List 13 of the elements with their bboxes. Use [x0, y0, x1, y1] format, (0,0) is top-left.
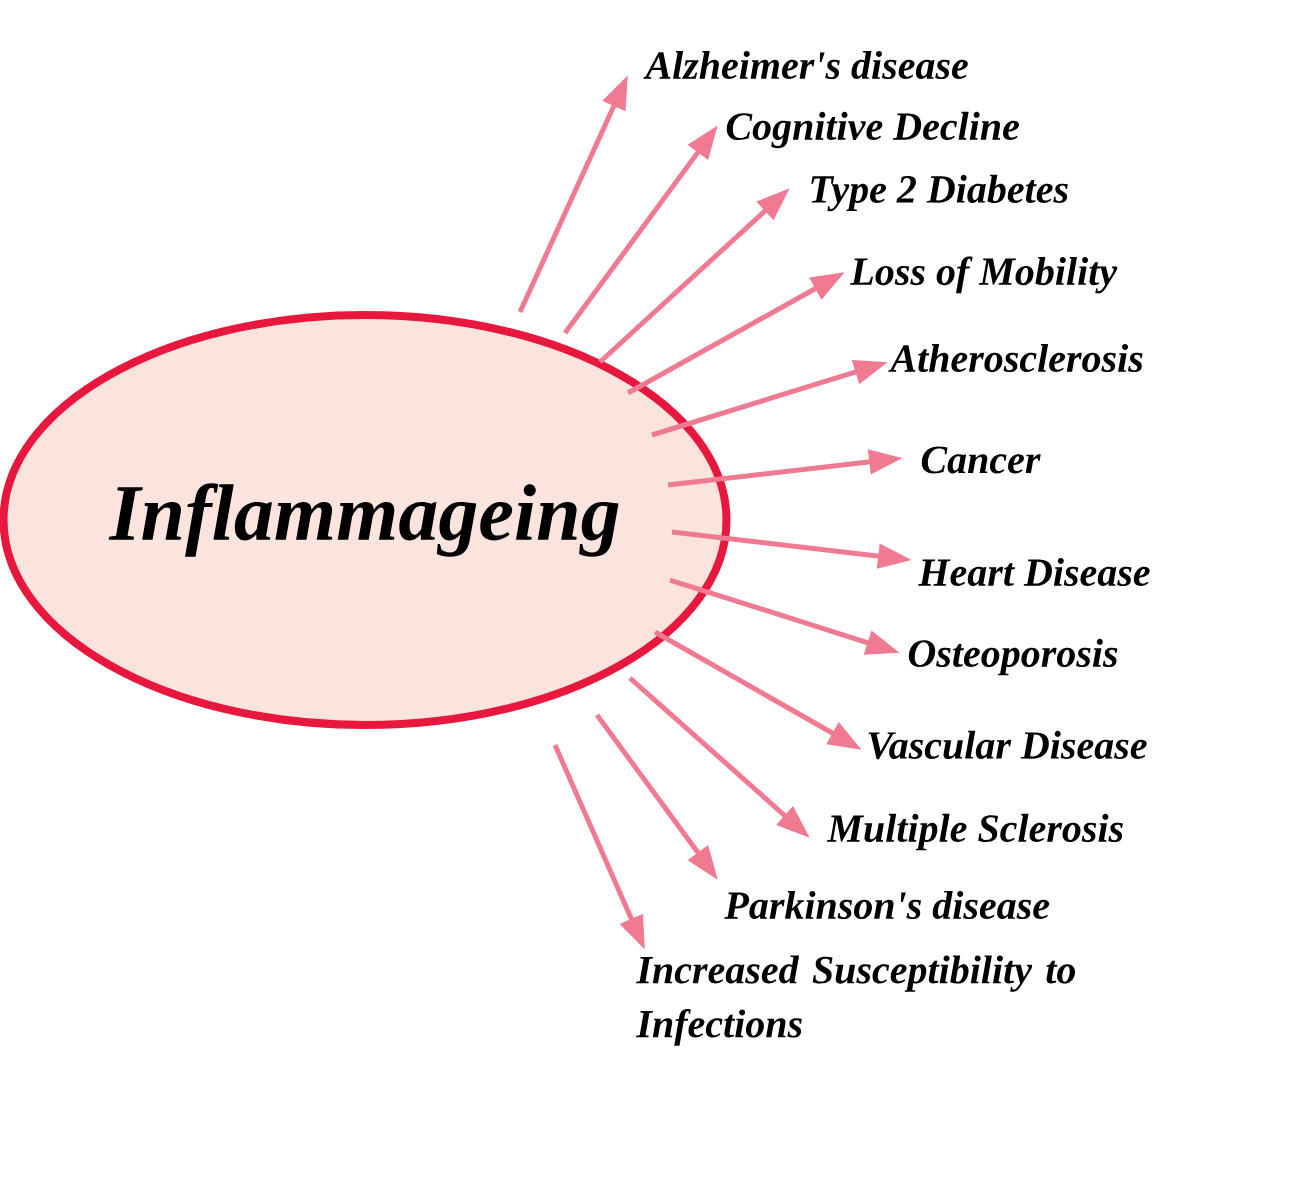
outcome-label: Increased Susceptibility to Infections: [636, 955, 1076, 1046]
outcome-label: Parkinson's disease: [724, 890, 1050, 920]
outcome-label: Vascular Disease: [868, 730, 1147, 760]
outcome-label: Cognitive Decline: [726, 111, 1019, 149]
outcome-label: Cancer: [921, 446, 1041, 474]
outcome-label: Type 2 Diabetes: [811, 174, 1068, 212]
outcome-label: Loss of Mobility: [850, 256, 1118, 294]
outcome-label: Alzheimer's disease: [643, 50, 968, 80]
outcome-label: Heart Disease: [918, 557, 1150, 587]
outcome-label: Osteoporosis: [908, 638, 1118, 676]
outcome-label: Multiple Sclerosis: [826, 813, 1123, 851]
ellipse-node: Inflammageing: [0, 311, 731, 729]
outcome-label: Atherosclerosis: [888, 343, 1143, 373]
